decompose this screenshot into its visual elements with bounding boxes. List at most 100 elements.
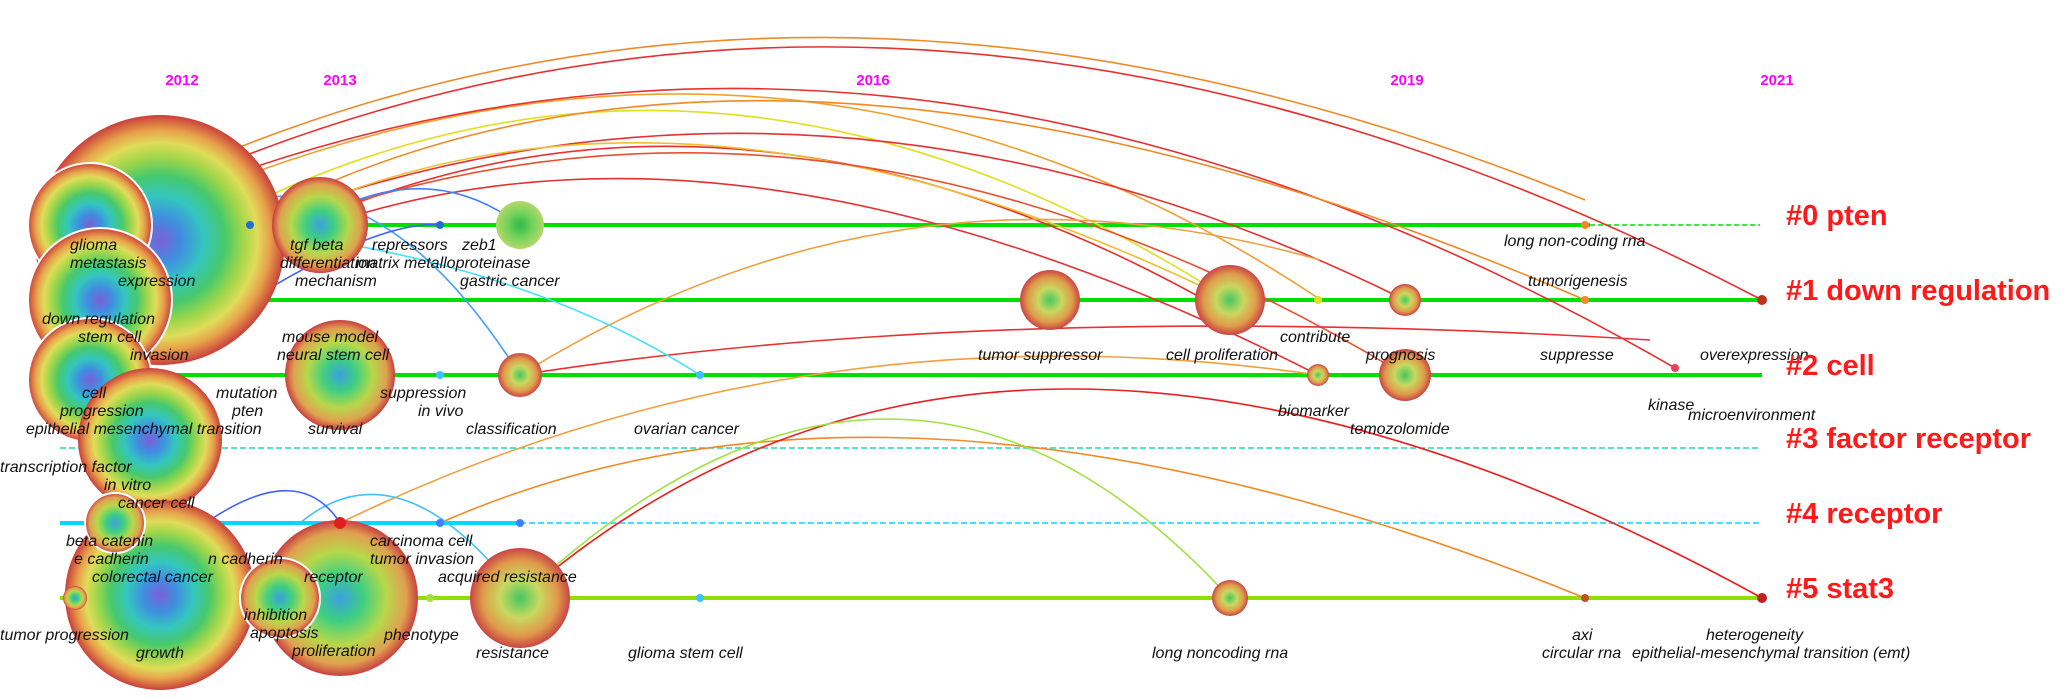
label-beta-catenin: beta catenin: [66, 533, 153, 550]
node-tgf-beta[interactable]: [272, 177, 368, 273]
node-gastric-cancer[interactable]: [496, 201, 544, 249]
label-pten: pten: [231, 403, 263, 420]
label-tumor-suppressor: tumor suppressor: [978, 347, 1103, 364]
node-heterogeneity[interactable]: [1757, 593, 1767, 603]
label-kinase: kinase: [1648, 397, 1694, 414]
node-overexpression[interactable]: [1757, 295, 1767, 305]
node-tumor-progression[interactable]: [63, 586, 87, 610]
link-arc: [439, 436, 1586, 599]
link-arc: [289, 99, 1586, 301]
node-acquired-resistance[interactable]: [516, 519, 524, 527]
cluster-label-5[interactable]: #5 stat3: [1786, 573, 1894, 605]
link-arc: [199, 109, 1231, 301]
node-survival[interactable]: [285, 320, 395, 430]
label-carcinoma-cell: carcinoma cell: [370, 533, 473, 550]
label-suppresse: suppresse: [1540, 347, 1614, 364]
label-e-cadherin: e cadherin: [74, 551, 149, 568]
link-arc: [159, 93, 1319, 299]
node-biomarker[interactable]: [1307, 364, 1329, 386]
node-classification[interactable]: [498, 353, 542, 397]
link-arc: [259, 177, 1319, 376]
link-arc: [519, 418, 1231, 599]
label-receptor: receptor: [304, 569, 363, 586]
label-apoptosis: apoptosis: [250, 625, 319, 642]
cluster-label-3[interactable]: #3 factor receptor: [1786, 423, 2031, 455]
cluster-label-2[interactable]: #2 cell: [1786, 350, 1875, 382]
cluster-labels: #0 pten #1 down regulation #2 cell #3 fa…: [1786, 200, 2050, 605]
node-beta-catenin[interactable]: [84, 492, 146, 554]
node-tumorigenesis[interactable]: [1581, 296, 1589, 304]
node-contribute[interactable]: [1314, 296, 1322, 304]
node-prognosis[interactable]: [1389, 284, 1421, 316]
label-ovarian-cancer: ovarian cancer: [634, 421, 740, 438]
label-acquired-resistance: acquired resistance: [438, 569, 577, 586]
label-transcription-factor: transcription factor: [0, 459, 132, 476]
keyword-labels: glioma metastasis expression down regula…: [0, 233, 1910, 662]
cluster-label-1[interactable]: #1 down regulation: [1786, 275, 2050, 307]
label-circular-rna: circular rna: [1542, 645, 1621, 662]
label-classification: classification: [466, 421, 557, 438]
year-label: 2021: [1760, 72, 1793, 89]
label-tumor-progression: tumor progression: [0, 627, 129, 644]
node-resistance[interactable]: [470, 548, 570, 648]
node-in-vivo[interactable]: [436, 371, 444, 379]
node-tumor-invasion[interactable]: [436, 519, 444, 527]
node-long-non-coding-rna[interactable]: [1581, 221, 1589, 229]
label-zeb1: zeb1: [461, 237, 497, 254]
label-down-regulation: down regulation: [42, 311, 155, 328]
label-stem-cell: stem cell: [78, 329, 142, 346]
label-in-vivo: in vivo: [418, 403, 463, 420]
node-phenotype[interactable]: [426, 594, 434, 602]
node-glioma-stem-cell[interactable]: [696, 594, 704, 602]
node-ovarian-cancer[interactable]: [696, 371, 704, 379]
label-emt: epithelial-mesenchymal transition (emt): [1632, 645, 1910, 662]
node-kinase[interactable]: [1671, 364, 1679, 372]
node-carcinoma-cell[interactable]: [334, 517, 346, 529]
year-label: 2016: [856, 72, 889, 89]
label-tgf-beta: tgf beta: [290, 237, 343, 254]
label-differentiation: differentiation: [280, 255, 376, 272]
label-cell-proliferation: cell proliferation: [1166, 347, 1278, 364]
node-long-noncoding-rna[interactable]: [1212, 580, 1248, 616]
link-arc: [519, 218, 1321, 376]
node-tumor-suppressor[interactable]: [1020, 270, 1080, 330]
node-axi[interactable]: [1581, 594, 1589, 602]
label-epithelial-mesenchymal-transition: epithelial mesenchymal transition: [26, 421, 262, 438]
node-proliferation[interactable]: [262, 520, 418, 676]
cluster-label-0[interactable]: #0 pten: [1786, 200, 1888, 232]
label-phenotype: phenotype: [383, 627, 459, 644]
node-temozolomide[interactable]: [1379, 349, 1431, 401]
link-arc: [209, 132, 1406, 301]
label-suppression: suppression: [380, 385, 466, 402]
label-invasion: invasion: [130, 347, 189, 364]
label-long-noncoding-rna: long noncoding rna: [1152, 645, 1288, 662]
link-arc: [209, 490, 341, 524]
label-tumor-invasion: tumor invasion: [370, 551, 474, 568]
label-mouse-model: mouse model: [282, 329, 378, 346]
co-citation-links: [139, 36, 1763, 599]
link-arc: [139, 46, 1763, 301]
link-arc: [339, 355, 1319, 524]
node-transition[interactable]: [78, 368, 222, 512]
label-growth: growth: [136, 645, 184, 662]
label-inhibition: inhibition: [244, 607, 307, 624]
label-resistance: resistance: [476, 645, 549, 662]
cluster-label-4[interactable]: #4 receptor: [1786, 498, 1942, 530]
link-arc: [519, 388, 1763, 599]
label-contribute: contribute: [1280, 329, 1350, 346]
label-expression: expression: [118, 273, 195, 290]
label-gastric-cancer: gastric cancer: [460, 273, 560, 290]
label-repressors: repressors: [372, 237, 448, 254]
label-tumorigenesis: tumorigenesis: [1528, 273, 1628, 290]
label-cell: cell: [82, 385, 106, 402]
link-arc: [299, 142, 1231, 301]
node-repressors[interactable]: [246, 221, 254, 229]
node-inhibition[interactable]: [239, 557, 321, 639]
year-axis: 2012 2013 2016 2019 2021: [165, 72, 1793, 89]
label-heterogeneity: heterogeneity: [1706, 627, 1804, 644]
node-zeb1[interactable]: [436, 221, 444, 229]
link-arc: [189, 87, 1676, 369]
node-cell-proliferation[interactable]: [1195, 265, 1265, 335]
label-n-cadherin: n cadherin: [208, 551, 283, 568]
